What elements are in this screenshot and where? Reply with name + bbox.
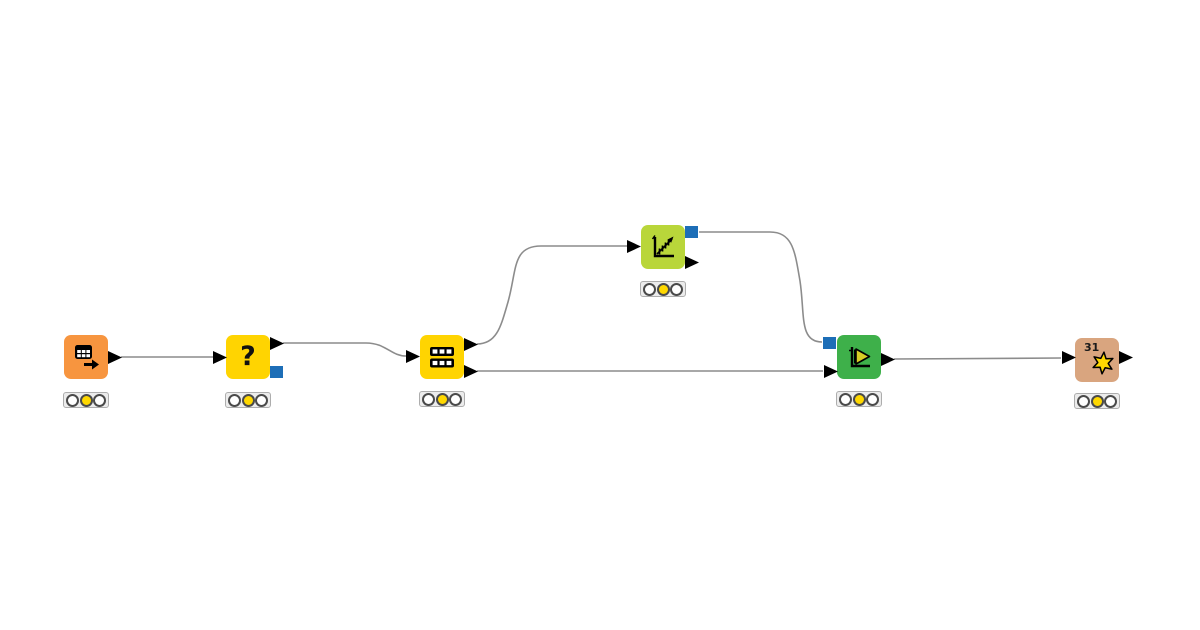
traffic-light (640, 281, 686, 297)
traffic-light (225, 392, 271, 408)
model-input-port[interactable] (823, 337, 836, 349)
lamp-yellow (79, 393, 93, 407)
lamp-green (670, 282, 683, 296)
node-body[interactable]: ? (226, 335, 270, 379)
node-body[interactable] (641, 225, 685, 269)
lamp-yellow (241, 393, 255, 407)
data-input-port[interactable] (406, 350, 420, 363)
data-output-port[interactable] (270, 337, 284, 350)
lamp-yellow (852, 392, 866, 406)
lamp-green (866, 392, 879, 406)
lamp-red (1077, 394, 1090, 408)
lamp-green (255, 393, 268, 407)
split-tables-icon (430, 347, 454, 368)
wire-question-to-splitter[interactable] (283, 342, 407, 357)
data-input-port[interactable] (1062, 351, 1076, 364)
traffic-light (419, 391, 465, 407)
rising-chart-icon (651, 235, 674, 258)
node-body[interactable]: 31 (1075, 338, 1119, 382)
scorer-count-label: 31 (1084, 341, 1100, 354)
lamp-red (66, 393, 79, 407)
data-input-port[interactable] (627, 240, 641, 253)
splitter-node[interactable] (406, 335, 478, 407)
node-body[interactable] (837, 335, 881, 379)
wire-splitter-top-to-learner[interactable] (476, 245, 627, 345)
data-output-port-bottom[interactable] (464, 365, 478, 378)
source-node[interactable] (63, 335, 122, 408)
lamp-green (449, 392, 462, 406)
data-input-port[interactable] (213, 351, 227, 364)
lamp-yellow (435, 392, 449, 406)
model-output-port[interactable] (270, 366, 283, 378)
lamp-yellow (1090, 394, 1104, 408)
traffic-light (1074, 393, 1120, 409)
node-body[interactable] (420, 335, 464, 379)
starburst-icon (1090, 350, 1116, 380)
model-output-port[interactable] (685, 226, 698, 238)
question-node[interactable]: ? (213, 335, 284, 408)
data-output-port[interactable] (881, 353, 895, 366)
data-input-port[interactable] (824, 365, 838, 378)
scorer-node[interactable]: 31 (1062, 338, 1133, 409)
lamp-red (643, 282, 656, 296)
traffic-light (836, 391, 882, 407)
wire-predictor-to-scorer[interactable] (893, 357, 1062, 360)
data-output-port-top[interactable] (464, 338, 478, 351)
lamp-green (93, 393, 106, 407)
node-body[interactable] (64, 335, 108, 379)
data-output-port[interactable] (1119, 351, 1133, 364)
lamp-red (422, 392, 435, 406)
axis-play-triangle-icon (849, 347, 871, 368)
data-output-port[interactable] (685, 256, 699, 269)
lamp-yellow (656, 282, 670, 296)
lamp-red (228, 393, 241, 407)
learner-node[interactable] (627, 225, 699, 297)
table-with-arrow-icon (75, 345, 99, 370)
question-mark-icon: ? (240, 340, 256, 372)
data-output-port[interactable] (108, 351, 122, 364)
predictor-node[interactable] (823, 335, 895, 407)
lamp-red (839, 392, 852, 406)
lamp-green (1104, 394, 1117, 408)
traffic-light (63, 392, 109, 408)
wire-learner-model-to-predictor-model[interactable] (699, 231, 823, 343)
